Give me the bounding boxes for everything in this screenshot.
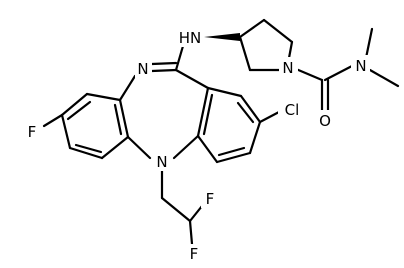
- atom-label-n-imine: N: [137, 60, 148, 78]
- atom-label-nh: HN: [179, 29, 202, 47]
- right-benzene-ring: [196, 86, 262, 164]
- atom-labels: HN N N N N O F Cl F F: [18, 27, 370, 264]
- atom-label-chlorine: Cl: [285, 101, 300, 119]
- atom-label-fluorine-bottom-right: F: [206, 190, 215, 208]
- diazepine-ring: [118, 61, 210, 160]
- stereo-wedge-bond: [204, 33, 240, 41]
- atom-label-n-pyrrolidine: N: [282, 59, 293, 77]
- pyrrolidine-ring: [204, 18, 294, 72]
- atom-label-fluorine-left: F: [28, 123, 37, 141]
- substituent-bonds: [42, 44, 281, 246]
- atom-label-n-ring: N: [156, 153, 167, 171]
- carboxamide-group: [294, 27, 400, 113]
- atom-label-fluorine-bottom: F: [190, 245, 199, 263]
- left-benzene-ring: [60, 92, 130, 160]
- atom-label-n-amide: N: [355, 57, 366, 75]
- atom-label-oxygen: O: [319, 112, 331, 130]
